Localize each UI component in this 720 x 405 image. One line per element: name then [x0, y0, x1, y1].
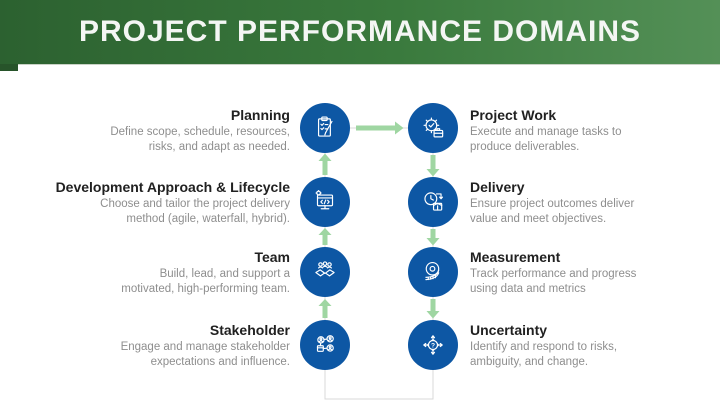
domain-title: Planning	[230, 107, 290, 123]
header-banner: PROJECT PERFORMANCE DOMAINS	[0, 0, 720, 65]
domain-block-team: Team Build, lead, and support a motivate…	[121, 248, 290, 296]
domain-title: Measurement	[470, 249, 561, 265]
page-title: PROJECT PERFORMANCE DOMAINS	[78, 15, 642, 48]
domain-title: Stakeholder	[209, 322, 290, 338]
connector-bottom-loop	[324, 370, 434, 400]
node-uncertainty: ?	[408, 320, 458, 370]
domain-description: Define scope, schedule, resources, risks…	[110, 126, 290, 153]
domain-block-delivery: Delivery Ensure project outcomes deliver…	[470, 178, 634, 226]
arrow-down-measurement-to-uncertainty	[426, 299, 440, 319]
domain-block-stakeholder: Stakeholder Engage and manage stakeholde…	[121, 321, 290, 369]
node-stakeholder	[300, 320, 350, 370]
arrow-up-stakeholder-to-team	[318, 299, 332, 318]
node-delivery	[408, 177, 458, 227]
svg-text:?: ?	[431, 342, 435, 349]
domain-block-projectwork: Project Work Execute and manage tasks to…	[470, 106, 622, 154]
domain-description: Execute and manage tasks to produce deli…	[470, 126, 622, 153]
arrow-down-delivery-to-measurement	[426, 229, 440, 246]
domain-description: Engage and manage stakeholder expectatio…	[120, 341, 290, 368]
domain-description: Identify and respond to risks, ambiguity…	[470, 341, 618, 368]
domain-description: Build, lead, and support a motivated, hi…	[121, 268, 290, 295]
domain-title: Delivery	[470, 179, 525, 195]
domain-title: Team	[254, 249, 290, 265]
gear-check-briefcase-icon	[423, 117, 444, 138]
domain-block-devapproach: Development Approach & Lifecycle Choose …	[56, 178, 290, 226]
arrow-up-devapproach-to-planning	[318, 153, 332, 175]
clock-package-icon	[424, 192, 444, 211]
domain-block-measurement: Measurement Track performance and progre…	[470, 248, 636, 296]
handshake-team-icon	[315, 261, 335, 277]
monitor-code-icon	[315, 189, 334, 210]
node-team	[300, 247, 350, 297]
stakeholder-network-icon	[316, 335, 334, 352]
domain-title: Development Approach & Lifecycle	[55, 179, 290, 195]
domain-description: Choose and tailor the project delivery m…	[100, 198, 290, 225]
domain-title: Uncertainty	[470, 322, 548, 338]
node-projectwork	[408, 103, 458, 153]
header-accent-square	[0, 64, 18, 71]
clipboard-checklist-icon	[317, 116, 333, 137]
domain-block-planning: Planning Define scope, schedule, resourc…	[110, 106, 290, 154]
domain-description: Track performance and progress using dat…	[470, 268, 637, 295]
question-compass-icon: ?	[423, 335, 443, 355]
domain-block-uncertainty: Uncertainty Identify and respond to risk…	[470, 321, 617, 369]
node-planning	[300, 103, 350, 153]
arrow-up-team-to-devapproach	[318, 228, 332, 245]
domain-description: Ensure project outcomes deliver value an…	[470, 198, 635, 225]
measuring-tape-icon	[425, 261, 440, 281]
node-devapproach	[300, 177, 350, 227]
arrow-down-projectwork-to-delivery	[426, 155, 440, 177]
arrow-right-planning-to-projectwork	[356, 121, 404, 135]
domain-title: Project Work	[470, 107, 557, 123]
node-measurement	[408, 247, 458, 297]
